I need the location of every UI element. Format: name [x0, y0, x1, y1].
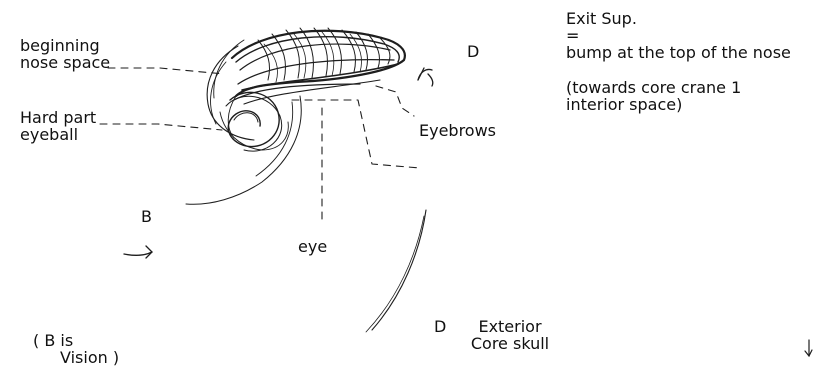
- exterior-label-line1: Exterior: [462, 318, 558, 335]
- note-line1: Exit Sup.: [566, 10, 791, 27]
- leader-hard-part: [100, 124, 222, 130]
- eyebrows-label: Eyebrows: [419, 122, 496, 139]
- note-line3: bump at the top of the nose: [566, 44, 791, 61]
- hard-part-label-line1: Hard part: [20, 109, 96, 126]
- nose-space-label-line2: nose space: [20, 54, 110, 71]
- hard-part-label: Hard part eyeball: [20, 109, 96, 143]
- leader-nose-space: [108, 68, 224, 74]
- exit-sup-note: Exit Sup. = bump at the top of the nose …: [566, 10, 791, 113]
- curved-arrow-icon: [124, 246, 152, 258]
- b-note-line2: Vision ): [33, 349, 119, 366]
- b-is-vision-note: ( B is Vision ): [33, 332, 119, 366]
- exterior-core-skull-curve: [366, 210, 426, 332]
- nose-space-label-line1: beginning: [20, 37, 110, 54]
- leader-eyebrows-upper: [376, 86, 414, 116]
- note-line2: =: [566, 27, 791, 44]
- note-line5: interior space): [566, 96, 791, 113]
- b-marker-label: B: [141, 208, 152, 225]
- down-arrow-icon: [805, 340, 812, 356]
- exterior-label-line2: Core skull: [462, 335, 558, 352]
- note-spacer: [566, 61, 791, 79]
- b-note-line1: ( B is: [33, 332, 119, 349]
- nose-space-label: beginning nose space: [20, 37, 110, 71]
- exterior-core-skull-label: Exterior Core skull: [462, 318, 558, 352]
- eye-label: eye: [298, 238, 327, 255]
- hard-part-label-line2: eyeball: [20, 126, 96, 143]
- d-marker-top-label: D: [467, 43, 479, 60]
- leader-eyebrows-lower: [292, 100, 420, 168]
- note-line4: (towards core crane 1: [566, 79, 791, 96]
- outer-shell-curves: [186, 40, 301, 204]
- d-marker-bottom-label: D: [434, 318, 446, 335]
- curved-arrow-icon: [418, 68, 433, 86]
